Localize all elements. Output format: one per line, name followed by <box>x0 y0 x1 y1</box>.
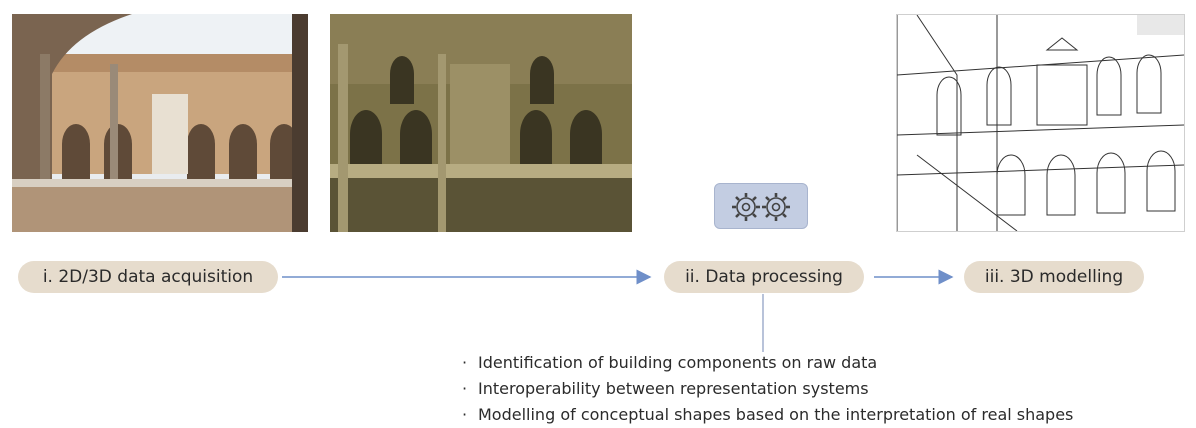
bullet-dot: · <box>462 405 468 424</box>
photo-3d-model <box>896 14 1185 232</box>
step-label: i. 2D/3D data acquisition <box>42 267 254 287</box>
step-data-acquisition: i. 2D/3D data acquisition <box>18 261 278 293</box>
photo-cloister <box>12 14 308 232</box>
gears-icon-graphic <box>732 193 790 221</box>
note-text: Interoperability between representation … <box>478 379 869 398</box>
gears-icon <box>714 183 808 229</box>
note-item: · Interoperability between representation… <box>462 376 1073 402</box>
bullet-dot: · <box>462 379 468 398</box>
step-3d-modelling: iii. 3D modelling <box>964 261 1144 293</box>
bullet-dot: · <box>462 353 468 372</box>
note-text: Modelling of conceptual shapes based on … <box>478 405 1074 424</box>
photo-point-cloud <box>330 14 632 232</box>
note-text: Identification of building components on… <box>478 353 878 372</box>
step-label: ii. Data processing <box>685 267 843 287</box>
processing-notes: · Identification of building components o… <box>462 350 1073 428</box>
note-item: · Identification of building components o… <box>462 350 1073 376</box>
step-label: iii. 3D modelling <box>984 267 1124 287</box>
step-data-processing: ii. Data processing <box>664 261 864 293</box>
note-item: · Modelling of conceptual shapes based on… <box>462 402 1073 428</box>
